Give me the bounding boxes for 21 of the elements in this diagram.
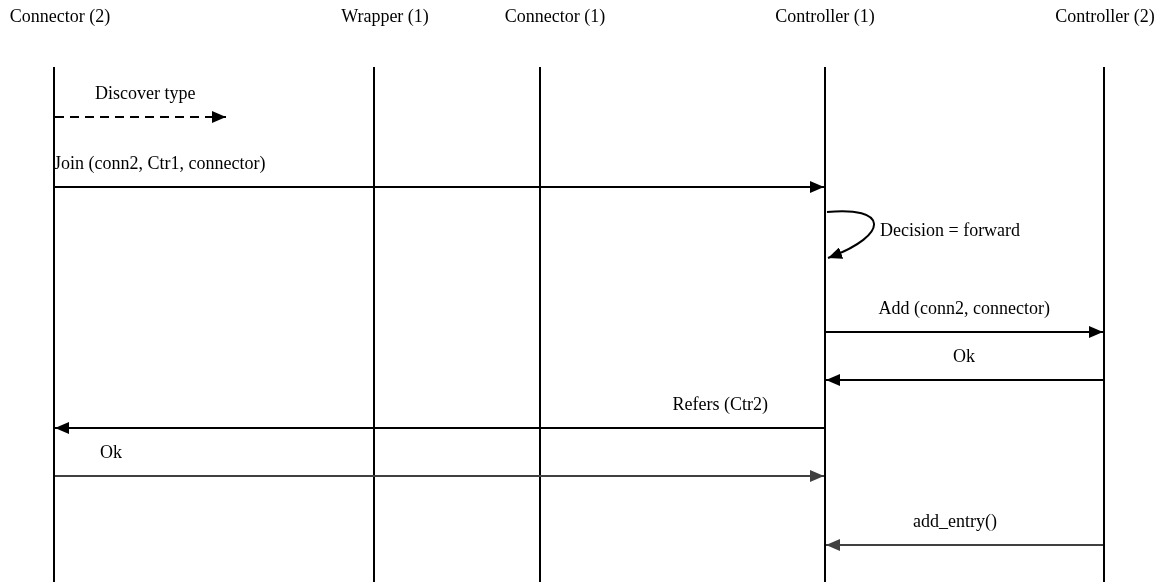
message-arrow bbox=[54, 181, 825, 193]
participant-label: Wrapper (1) bbox=[340, 6, 430, 27]
message-label: Decision = forward bbox=[880, 220, 1021, 241]
message-arrow bbox=[54, 422, 825, 434]
message-label: Refers (Ctr2) bbox=[672, 394, 768, 415]
participant-label: Connector (1) bbox=[503, 6, 607, 27]
participant-label: Connector (2) bbox=[8, 6, 112, 27]
message-arrow bbox=[825, 374, 1104, 386]
self-message-arrow bbox=[826, 210, 875, 259]
participant-label: Controller (1) bbox=[774, 6, 876, 27]
message-label: Join (conn2, Ctr1, connector) bbox=[54, 153, 266, 174]
message-label: Discover type bbox=[95, 83, 196, 104]
message-arrow bbox=[54, 111, 227, 123]
message-label: Ok bbox=[953, 346, 975, 367]
message-label: Ok bbox=[100, 442, 122, 463]
message-label: Add (conn2, connector) bbox=[878, 298, 1050, 319]
message-arrow bbox=[825, 326, 1104, 338]
message-arrow bbox=[825, 539, 1104, 551]
message-arrow bbox=[54, 470, 825, 482]
participant-label: Controller (2) bbox=[1054, 6, 1156, 27]
message-label: add_entry() bbox=[913, 511, 997, 532]
